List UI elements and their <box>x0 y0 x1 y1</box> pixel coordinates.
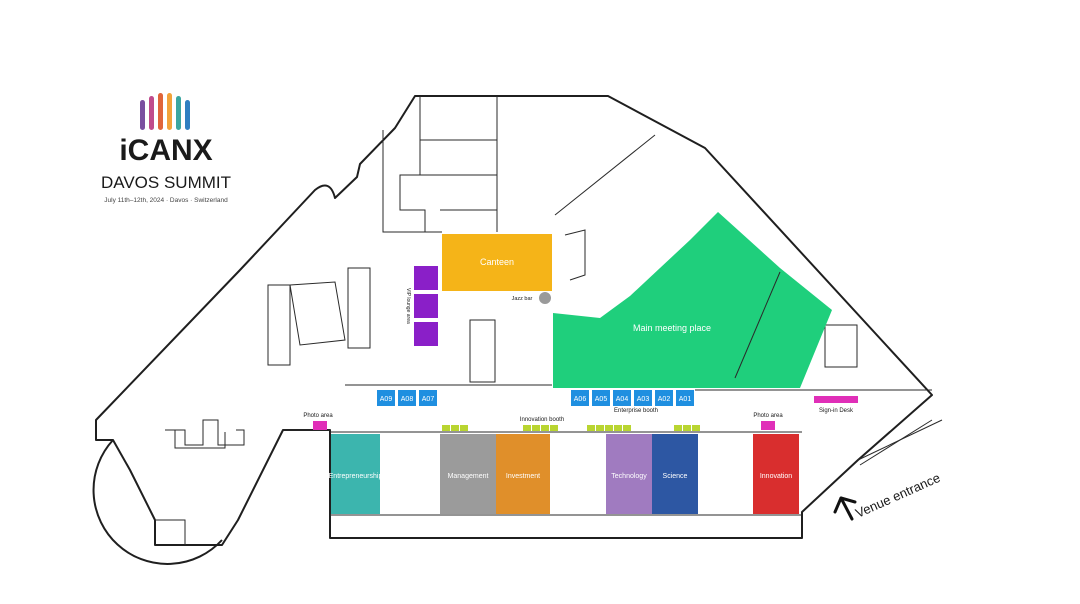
innovation-booth-cell[interactable] <box>550 425 558 431</box>
halls: Entrepreneurship Management Investment Tech… <box>329 434 799 514</box>
innovation-booth-cell[interactable] <box>596 425 604 431</box>
enterprise-booth-a01[interactable]: A01 <box>676 390 694 406</box>
canteen-label: Canteen <box>480 257 514 267</box>
hall-innovation[interactable]: Innovation <box>753 434 799 514</box>
innovation-booth-cell[interactable] <box>442 425 450 431</box>
enterprise-booth-a08[interactable]: A08 <box>398 390 416 406</box>
logo-text: iCANX <box>119 134 212 167</box>
innovation-booth-cell[interactable] <box>683 425 691 431</box>
enterprise-booth-a04[interactable]: A04 <box>613 390 631 406</box>
innovation-booth-cell[interactable] <box>614 425 622 431</box>
sign-in-desk-label: Sign-in Desk <box>819 408 854 414</box>
enterprise-booth-a02[interactable]: A02 <box>655 390 673 406</box>
logo-bars-icon <box>140 93 190 130</box>
enterprise-booth-label: A04 <box>616 396 629 403</box>
sign-in-desk[interactable]: Sign-in Desk <box>814 396 858 414</box>
hall-label: Science <box>663 473 688 480</box>
innovation-booth-cell[interactable] <box>674 425 682 431</box>
zone-canteen[interactable]: Canteen <box>442 234 552 291</box>
venue-entrance[interactable]: Venue entrance <box>833 419 942 521</box>
main-meeting-label: Main meeting place <box>633 323 711 333</box>
innovation-booth-cell[interactable] <box>587 425 595 431</box>
enterprise-booth-label: A03 <box>637 396 650 403</box>
hall-label: Entrepreneurship <box>329 473 383 480</box>
event-dates: July 11th–12th, 2024 · Davos · Switzerla… <box>104 197 228 204</box>
enterprise-booth-a03[interactable]: A03 <box>634 390 652 406</box>
zone-main-meeting-place[interactable]: Main meeting place <box>553 212 832 388</box>
enterprise-booth-a05[interactable]: A05 <box>592 390 610 406</box>
enterprise-booths: A09 A08 A07 A06 A05 A04 A03 A02 A01 Enterprise … <box>377 390 694 414</box>
enterprise-booth-label: A08 <box>401 396 414 403</box>
enterprise-booth-label: A09 <box>380 396 393 403</box>
innovation-booth-label: Innovation booth <box>520 417 564 423</box>
enterprise-booth-label: A07 <box>422 396 435 403</box>
hall-entrepreneurship[interactable]: Entrepreneurship <box>329 434 383 514</box>
photo-area-right[interactable]: Photo area <box>753 413 783 430</box>
enterprise-booth-label: A01 <box>679 396 692 403</box>
vip-lounge-label: VIP lounge area <box>405 288 411 324</box>
innovation-booth-cell[interactable] <box>623 425 631 431</box>
enterprise-booth-a09[interactable]: A09 <box>377 390 395 406</box>
icanx-logo: iCANX DAVOS SUMMIT July 11th–12th, 2024 … <box>101 93 231 204</box>
enterprise-booth-a07[interactable]: A07 <box>419 390 437 406</box>
enterprise-booth-label: A06 <box>574 396 587 403</box>
photo-area-right-label: Photo area <box>753 413 783 419</box>
innovation-booth-cell[interactable] <box>523 425 531 431</box>
entrance-arrow-icon <box>833 496 857 521</box>
hall-investment[interactable]: Investment <box>496 434 550 514</box>
building-walls <box>92 95 933 565</box>
innovation-booth-cell[interactable] <box>541 425 549 431</box>
hall-label: Technology <box>611 473 647 480</box>
hall-management[interactable]: Management <box>440 434 496 514</box>
enterprise-booth-label: Enterprise booth <box>614 408 658 414</box>
venue-entrance-label: Venue entrance <box>853 470 942 521</box>
hall-science[interactable]: Science <box>652 434 698 514</box>
photo-area-left[interactable]: Photo area <box>303 413 333 430</box>
innovation-booth-cell[interactable] <box>451 425 459 431</box>
hall-technology[interactable]: Technology <box>606 434 652 514</box>
jazz-bar[interactable]: Jazz bar <box>512 292 551 304</box>
innovation-booth-cell[interactable] <box>605 425 613 431</box>
innovation-booth-cell[interactable] <box>692 425 700 431</box>
enterprise-booth-label: A02 <box>658 396 671 403</box>
hall-label: Management <box>448 473 489 480</box>
hall-label: Innovation <box>760 473 792 480</box>
event-title: DAVOS SUMMIT <box>101 173 231 192</box>
enterprise-booth-label: A05 <box>595 396 608 403</box>
zone-vip-lounge[interactable]: VIP lounge area <box>405 266 438 346</box>
innovation-booth-cell[interactable] <box>460 425 468 431</box>
enterprise-booth-a06[interactable]: A06 <box>571 390 589 406</box>
innovation-booth-cell[interactable] <box>532 425 540 431</box>
photo-area-left-label: Photo area <box>303 413 333 419</box>
hall-label: Investment <box>506 473 540 480</box>
innovation-booths: Innovation booth <box>442 417 700 431</box>
jazz-bar-label: Jazz bar <box>512 296 533 302</box>
